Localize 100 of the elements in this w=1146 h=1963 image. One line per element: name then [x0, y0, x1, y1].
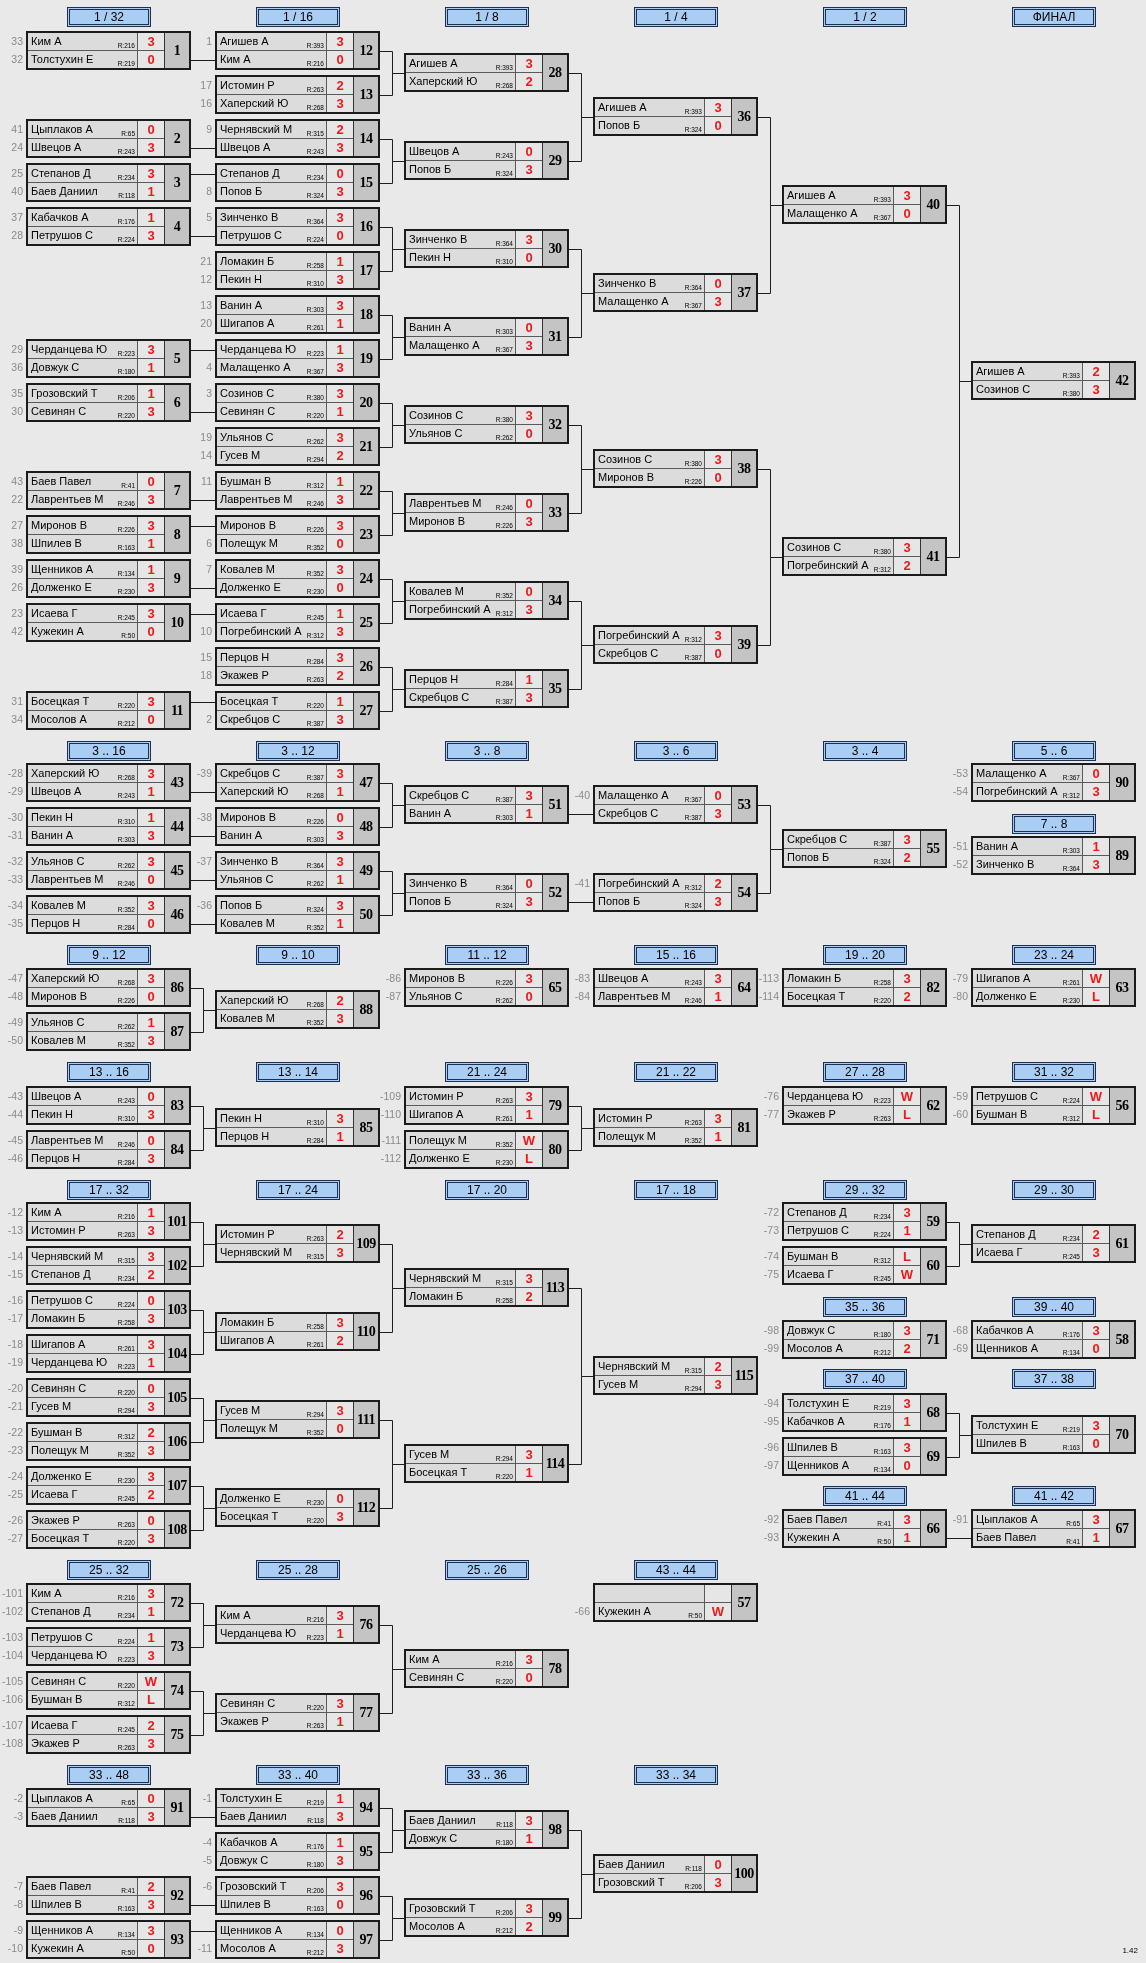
seed-number: 11 — [201, 474, 212, 489]
match-score: 0 — [335, 1490, 345, 1507]
match-number: 106 — [164, 1424, 189, 1459]
match-score: 2 — [902, 557, 912, 574]
match-score: 3 — [524, 337, 534, 354]
seed-number: -91 — [952, 1512, 968, 1527]
seed-number: -11 — [197, 1941, 212, 1956]
player-row — [784, 205, 920, 222]
seed-number: -69 — [952, 1341, 968, 1356]
player-name: Шигапов А — [31, 1337, 86, 1352]
round-header: 3 .. 12 — [256, 741, 340, 761]
round-header: 9 .. 12 — [67, 945, 151, 965]
player-name: Щенников А — [31, 1923, 93, 1938]
player-name: Швецов А — [409, 144, 460, 159]
seed-number: 10 — [200, 624, 212, 639]
player-name: Созинов С — [220, 386, 275, 401]
player-row — [217, 1226, 353, 1244]
player-name: Босецкая Т — [787, 989, 846, 1004]
match-number: 109 — [353, 1226, 378, 1261]
player-name: Созинов С — [976, 382, 1031, 397]
seed-number: -23 — [7, 1443, 23, 1458]
player-row — [406, 249, 542, 266]
player-name: Скребцов С — [409, 788, 470, 803]
match-box — [404, 1268, 569, 1307]
player-row — [406, 1270, 542, 1288]
seed-number: 32 — [11, 52, 23, 67]
player-name: Попов Б — [220, 898, 263, 913]
player-name: Погребинский А — [220, 624, 302, 639]
match-score: 3 — [146, 1442, 156, 1459]
seed-number: -83 — [574, 971, 590, 986]
player-row — [595, 469, 731, 486]
player-name: Истомин Р — [220, 78, 275, 93]
match-number: 107 — [164, 1468, 189, 1503]
match-box — [404, 1898, 569, 1937]
player-name: Петрушов С — [787, 1223, 849, 1238]
player-name: Ульянов С — [220, 872, 274, 887]
player-row — [217, 992, 353, 1010]
match-score: 0 — [335, 809, 345, 826]
match-score: 1 — [1091, 1529, 1101, 1546]
player-name: Экажев Р — [220, 668, 269, 683]
player-row — [217, 51, 353, 68]
seed-number: -98 — [763, 1323, 779, 1338]
player-name: Ким А — [220, 52, 251, 67]
match-score: 0 — [713, 787, 723, 804]
player-name: Баев Даниил — [598, 1857, 665, 1872]
player-name: Зинченко В — [409, 876, 468, 891]
match-number: 113 — [542, 1270, 567, 1305]
player-name: Перцов Н — [409, 672, 459, 687]
player-name: Кабачков А — [31, 210, 89, 225]
seed-number: -24 — [7, 1469, 23, 1484]
player-row — [217, 1625, 353, 1642]
match-score: 3 — [1091, 1511, 1101, 1528]
seed-number: -59 — [952, 1089, 968, 1104]
match-score: 1 — [524, 805, 534, 822]
seed-number: -16 — [7, 1293, 23, 1308]
seed-number: -87 — [385, 989, 401, 1004]
player-name: Экажев Р — [220, 1714, 269, 1729]
match-box — [404, 493, 569, 532]
player-name: Ульянов С — [31, 854, 85, 869]
match-score: 2 — [335, 77, 345, 94]
seed-number: -20 — [7, 1381, 23, 1396]
match-score: 2 — [335, 1332, 345, 1349]
player-name: Малащенко А — [598, 788, 669, 803]
match-score: 3 — [713, 451, 723, 468]
player-name: Босецкая Т — [220, 1509, 279, 1524]
player-row — [784, 539, 920, 557]
player-row — [217, 693, 353, 711]
player-name: Гусев М — [409, 1447, 450, 1462]
player-name: Довжук С — [409, 1831, 458, 1846]
bracket-line — [379, 805, 405, 828]
player-name: Ломакин Б — [787, 971, 842, 986]
player-name: Зинченко В — [409, 232, 468, 247]
player-row — [406, 1900, 542, 1918]
seed-number: -93 — [763, 1530, 779, 1545]
match-score: 3 — [902, 1204, 912, 1221]
player-name: Лаврентьев М — [31, 492, 104, 507]
player-name: Полещук М — [598, 1129, 657, 1144]
seed-number: -12 — [7, 1205, 23, 1220]
seed-number: -27 — [7, 1531, 23, 1546]
match-score: 3 — [335, 623, 345, 640]
bracket-line — [568, 1128, 594, 1151]
match-score: 3 — [335, 139, 345, 156]
match-box — [404, 581, 569, 620]
bracket-line — [568, 645, 594, 690]
player-name: Скребцов С — [220, 766, 281, 781]
player-name: Степанов Д — [787, 1205, 847, 1220]
match-score: 3 — [335, 517, 345, 534]
player-name: Кабачков А — [220, 1835, 278, 1850]
seed-number: 29 — [11, 342, 23, 357]
player-name: Довжук С — [787, 1323, 836, 1338]
match-box — [404, 229, 569, 268]
player-row — [217, 403, 353, 420]
player-row — [784, 557, 920, 574]
match-score: 3 — [713, 627, 723, 644]
player-row — [595, 99, 731, 117]
player-name: Попов Б — [409, 162, 452, 177]
player-name: Погребинский А — [598, 876, 680, 891]
bracket-line — [757, 557, 783, 646]
match-score: 3 — [335, 711, 345, 728]
player-row — [217, 1896, 353, 1913]
